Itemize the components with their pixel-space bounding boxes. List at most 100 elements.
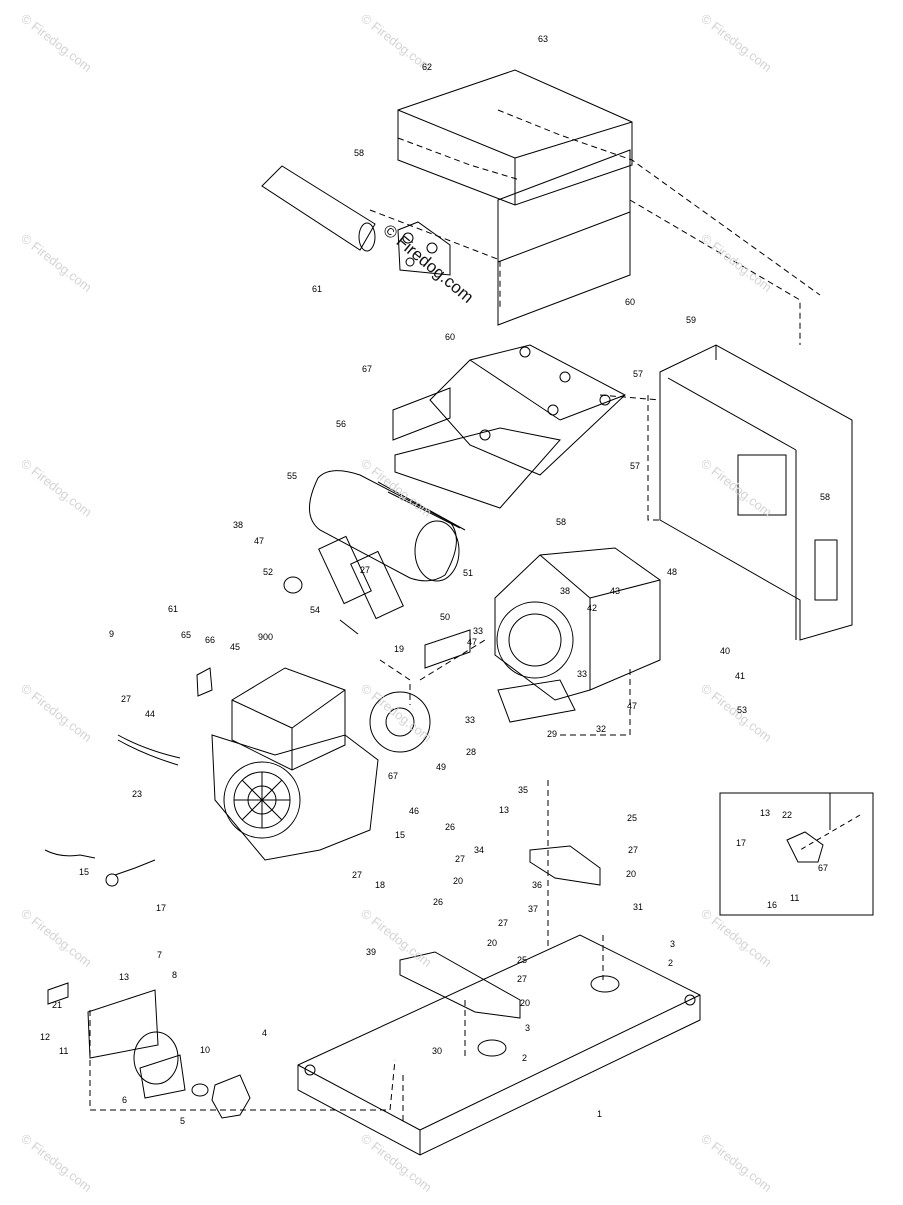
watermark-4: © Firedog.com — [698, 231, 775, 295]
part-label-l46a: 46 — [409, 806, 419, 816]
part-label-l41: 41 — [735, 671, 745, 681]
engine — [211, 667, 431, 861]
watermark-main: © Firedog.com — [379, 221, 477, 307]
part-label-l23: 23 — [132, 789, 142, 799]
watermark-5: © Firedog.com — [18, 456, 95, 520]
part-label-l5: 5 — [180, 1116, 185, 1126]
part-label-l36: 36 — [532, 880, 542, 890]
part-label-l27f: 27 — [498, 918, 508, 928]
part-label-l51: 51 — [463, 568, 473, 578]
part-label-l59: 59 — [686, 315, 696, 325]
watermark-layer: © Firedog.com © Firedog.com © Firedog.com ©… — [18, 11, 775, 1195]
part-label-l50: 50 — [440, 612, 450, 622]
part-label-l65: 65 — [181, 630, 191, 640]
inset-detail — [719, 792, 874, 916]
part-label-l67a: 67 — [362, 364, 372, 374]
watermark-0: © Firedog.com — [18, 11, 95, 75]
part-label-l13a: 13 — [499, 805, 509, 815]
part-label-l29: 29 — [547, 729, 557, 739]
part-label-l15a: 15 — [395, 830, 405, 840]
watermark-14: © Firedog.com — [18, 1131, 95, 1195]
inset-leader-lines — [799, 814, 861, 851]
gas-regulator — [47, 982, 251, 1119]
part-label-l26b: 26 — [433, 897, 443, 907]
part-label-l2a: 2 — [668, 958, 673, 968]
watermark-2: © Firedog.com — [698, 11, 775, 75]
part-label-l58c: 58 — [820, 492, 830, 502]
part-label-l32: 32 — [596, 724, 606, 734]
part-label-l38a: 38 — [233, 520, 243, 530]
part-label-l60a: 60 — [625, 297, 635, 307]
part-label-l44: 44 — [145, 709, 155, 719]
watermark-11: © Firedog.com — [18, 906, 95, 970]
part-label-l67b: 67 — [388, 771, 398, 781]
part-label-l56: 56 — [336, 419, 346, 429]
part-label-l54: 54 — [310, 605, 320, 615]
assembly-leader-lines-top — [369, 109, 821, 345]
part-label-l11b: 11 — [790, 893, 799, 903]
part-label-l12: 12 — [40, 1032, 50, 1042]
watermark-6: © Firedog.com — [358, 456, 435, 520]
part-label-l13b: 13 — [119, 972, 129, 982]
part-label-l19: 19 — [394, 644, 404, 654]
generator-housing — [424, 547, 661, 723]
watermark-12: © Firedog.com — [358, 906, 435, 970]
part-label-l67c: 67 — [818, 863, 828, 873]
watermark-3: © Firedog.com — [18, 231, 95, 295]
part-label-l57b: 57 — [630, 461, 640, 471]
base-frame — [297, 934, 701, 1156]
part-label-l53: 53 — [737, 705, 747, 715]
part-label-l40: 40 — [720, 646, 730, 656]
part-label-l34: 34 — [474, 845, 484, 855]
part-label-l22: 22 — [782, 810, 792, 820]
muffler-shield — [261, 165, 451, 276]
part-label-l47a: 47 — [254, 536, 264, 546]
part-label-l17b: 17 — [736, 838, 746, 848]
part-label-l61b: 61 — [168, 604, 178, 614]
part-label-l27e: 27 — [628, 845, 638, 855]
part-label-l1: 1 — [597, 1109, 602, 1119]
part-label-l27g: 27 — [517, 974, 527, 984]
part-label-l39: 39 — [366, 947, 376, 957]
base-leader-lines — [89, 935, 604, 1125]
part-label-l38b: 38 — [560, 586, 570, 596]
part-label-l52: 52 — [263, 567, 273, 577]
part-label-l33b: 33 — [465, 715, 475, 725]
part-label-l6: 6 — [122, 1095, 127, 1105]
part-label-l16: 16 — [767, 900, 777, 910]
part-label-l35: 35 — [518, 785, 528, 795]
part-label-l20a: 20 — [453, 876, 463, 886]
part-label-l20c: 20 — [487, 938, 497, 948]
part-label-l21: 21 — [52, 1000, 62, 1010]
part-label-l47b: 47 — [467, 637, 477, 647]
part-label-l20b: 20 — [626, 869, 636, 879]
part-label-l3b: 3 — [525, 1023, 530, 1033]
part-label-l58a: 58 — [354, 148, 364, 158]
part-label-l26a: 26 — [445, 822, 455, 832]
enclosure-leader-lines — [599, 394, 661, 521]
watermark-8: © Firedog.com — [18, 681, 95, 745]
part-label-l66: 66 — [205, 635, 215, 645]
part-label-l27c: 27 — [352, 870, 362, 880]
part-label-l9: 9 — [109, 629, 114, 639]
part-label-l17a: 17 — [156, 903, 166, 913]
part-label-l25b: 25 — [517, 955, 527, 965]
mounts — [399, 845, 620, 1057]
part-label-l42: 42 — [587, 603, 597, 613]
muffler — [283, 470, 466, 635]
watermark-7: © Firedog.com — [698, 456, 775, 520]
part-label-l62: 62 — [422, 62, 432, 72]
part-label-l57a: 57 — [633, 369, 643, 379]
part-label-l47c: 47 — [627, 701, 637, 711]
part-label-l43: 43 — [610, 586, 620, 596]
part-label-l49: 49 — [436, 762, 446, 772]
part-label-l33a: 33 — [473, 626, 483, 636]
part-label-l7: 7 — [157, 950, 162, 960]
watermark-15: © Firedog.com — [358, 1131, 435, 1195]
part-label-l900: 900 — [258, 632, 273, 642]
engine-leader-lines — [379, 639, 631, 950]
part-label-l20d: 20 — [520, 998, 530, 1008]
part-label-l58b: 58 — [556, 517, 566, 527]
